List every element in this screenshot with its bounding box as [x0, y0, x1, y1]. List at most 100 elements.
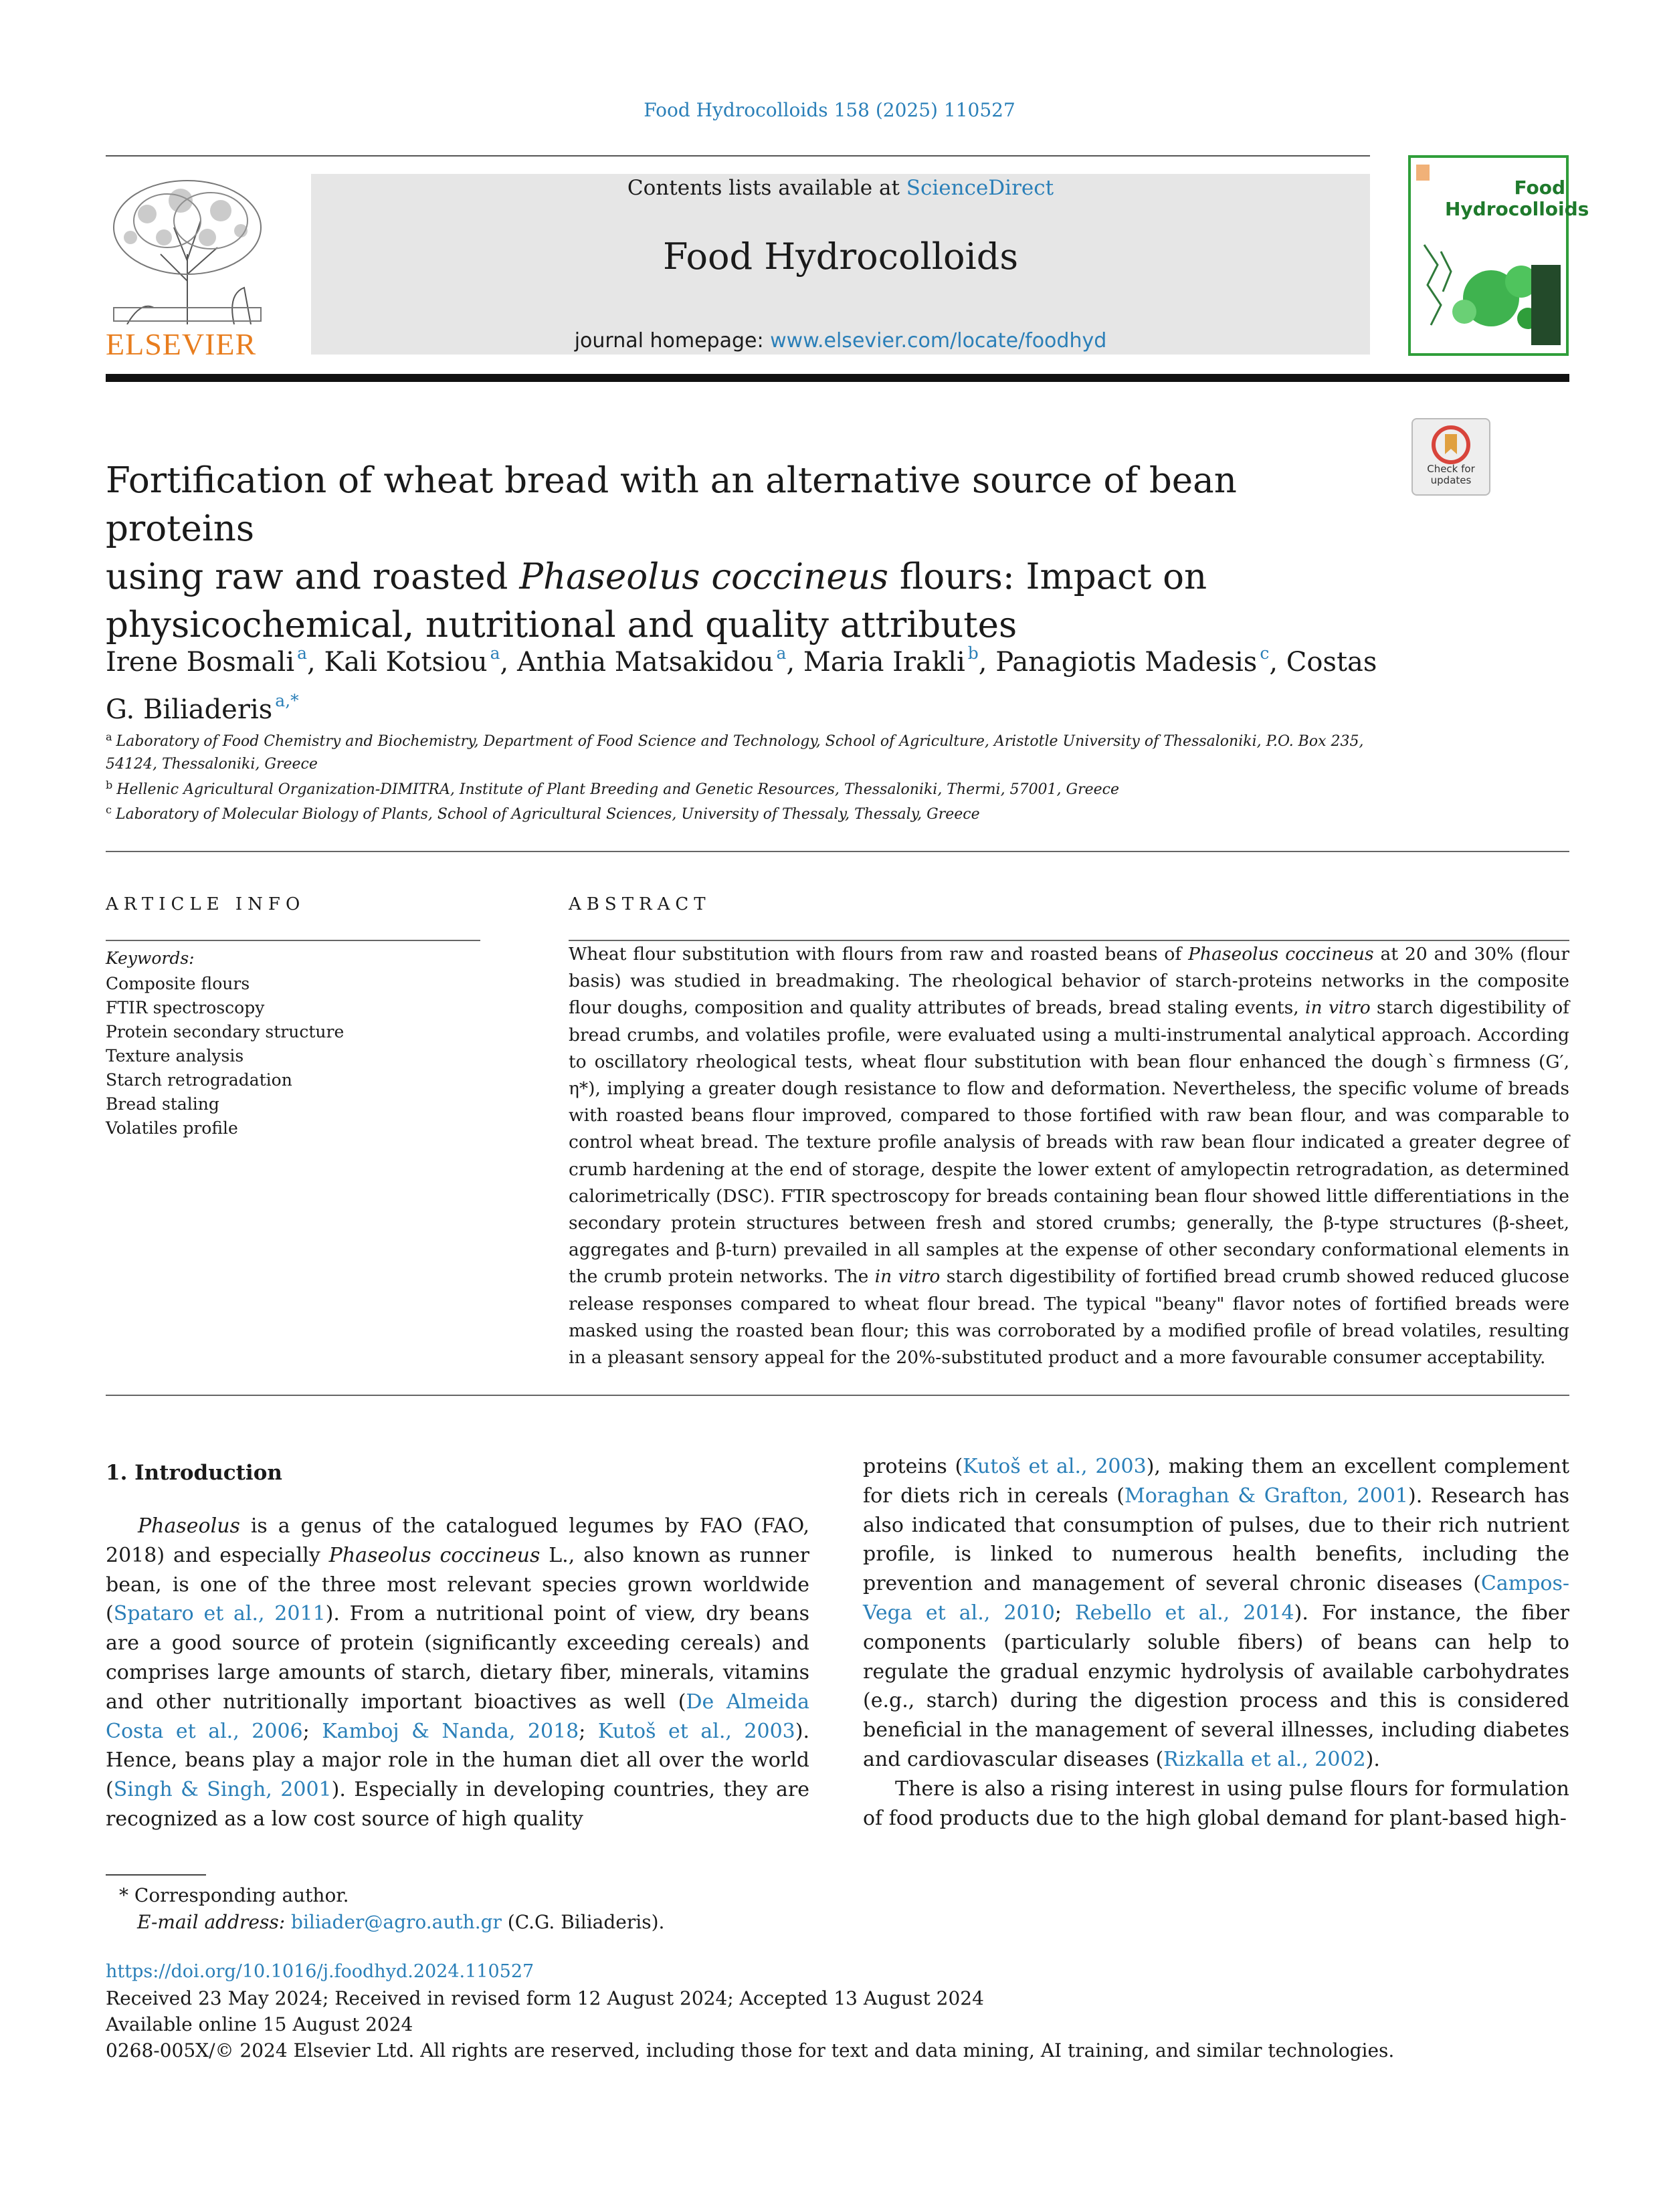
cover-title: Food Hydrocolloids: [1445, 177, 1589, 220]
author-affiliation-mark[interactable]: a,*: [275, 691, 299, 710]
article-title: Fortification of wheat bread with an alt…: [106, 457, 1377, 649]
intro-paragraph: proteins (Kutoš et al., 2003), making th…: [863, 1452, 1569, 1775]
homepage-link[interactable]: www.elsevier.com/locate/foodhyd: [770, 329, 1107, 353]
affiliation-a: a Laboratory of Food Chemistry and Bioche…: [106, 726, 1410, 776]
author-name[interactable]: G. Biliaderis: [106, 694, 273, 725]
author-name[interactable]: Maria Irakli: [803, 647, 965, 678]
citation-link[interactable]: Rizkalla et al., 2002: [1163, 1747, 1366, 1771]
elsevier-wordmark[interactable]: ELSEVIER: [106, 327, 257, 361]
abstract-text: in vitro: [874, 1266, 941, 1288]
keyword-item: Texture analysis: [106, 1046, 244, 1066]
citation-link[interactable]: Kutoš et al., 2003: [597, 1719, 795, 1743]
abstract-body: Wheat flour substitution with flours fro…: [569, 941, 1569, 1371]
footnote-rule: [106, 1874, 206, 1876]
intro-paragraph: There is also a rising interest in using…: [863, 1777, 1569, 1830]
affiliation-text: Laboratory of Food Chemistry and Biochem…: [116, 733, 1364, 750]
citation-link[interactable]: Rebello et al., 2014: [1075, 1601, 1294, 1625]
citation-link[interactable]: Spataro et al., 2011: [113, 1602, 326, 1626]
article-info-rule: [106, 940, 480, 941]
abstract-text: Phaseolus coccineus: [1188, 944, 1374, 965]
bookmark-icon: [1432, 425, 1470, 464]
author-name[interactable]: Kali Kotsiou: [324, 647, 488, 678]
author-affiliation-mark[interactable]: a: [490, 643, 500, 663]
title-part: using raw and roasted: [106, 557, 520, 597]
check-for-updates-button[interactable]: [1411, 418, 1490, 496]
introduction-right-column: proteins (Kutoš et al., 2003), making th…: [863, 1452, 1569, 1833]
keyword-item: FTIR spectroscopy: [106, 998, 265, 1017]
abstract-text: starch digestibility of fortified bread …: [569, 1266, 1570, 1369]
keyword-item: Bread staling: [106, 1094, 219, 1114]
cover-title-line-1: Food: [1514, 177, 1565, 199]
cover-title-line-2: Hydrocolloids: [1445, 198, 1589, 220]
email-note: E-mail address: biliader@agro.auth.gr (C…: [137, 1911, 664, 1933]
homepage-prefix: journal homepage:: [574, 329, 771, 353]
author-affiliation-mark[interactable]: a: [297, 643, 308, 663]
journal-homepage: journal homepage: www.elsevier.com/locat…: [311, 329, 1370, 353]
introduction-left-column: Phaseolus is a genus of the catalogued l…: [106, 1512, 809, 1834]
intro-text: ). Research has also indicated that cons…: [863, 1484, 1569, 1596]
affiliation-mark: b: [106, 779, 113, 791]
intro-text: Phaseolus coccineus: [328, 1543, 541, 1567]
contents-prefix: Contents lists available at: [627, 176, 906, 200]
email-link[interactable]: biliader@agro.auth.gr: [291, 1911, 502, 1933]
cfu-line-1: Check for: [1427, 463, 1475, 475]
check-for-updates-label: Check for updates: [1411, 464, 1490, 486]
keyword-item: Volatiles profile: [106, 1118, 238, 1138]
journal-header-box: [311, 174, 1370, 355]
author-affiliation-mark[interactable]: b: [967, 643, 979, 663]
email-label: E-mail address:: [137, 1911, 292, 1933]
author-affiliation-mark[interactable]: c: [1260, 643, 1270, 663]
intro-text: ). From a nutritional point of view, dry…: [106, 1602, 810, 1714]
author-name[interactable]: Costas: [1286, 647, 1377, 678]
keyword-item: Composite flours: [106, 974, 250, 993]
sciencedirect-link[interactable]: ScienceDirect: [906, 176, 1054, 200]
intro-text: ), making them an excellent complement f…: [863, 1455, 1570, 1508]
intro-text: ;: [1054, 1601, 1076, 1625]
header-thick-rule: [106, 374, 1569, 382]
intro-text: Phaseolus: [138, 1514, 240, 1538]
author-name[interactable]: Panagiotis Madesis: [995, 647, 1258, 678]
article-info-heading: ARTICLE INFO: [106, 894, 306, 914]
citation-link[interactable]: Moraghan & Grafton, 2001: [1124, 1484, 1408, 1508]
intro-text: ). Especially in developing countries, t…: [106, 1778, 809, 1831]
header-top-rule: [106, 155, 1370, 157]
affiliation-text: Hellenic Agricultural Organization-DIMIT…: [116, 781, 1120, 798]
title-species: Phaseolus coccineus: [519, 557, 889, 597]
intro-text: ;: [579, 1719, 598, 1743]
citation-link[interactable]: Kamboj & Nanda, 2018: [322, 1719, 579, 1743]
author-name[interactable]: Anthia Matsakidou: [516, 647, 774, 678]
author-affiliation-mark[interactable]: a: [776, 643, 787, 663]
email-suffix: (C.G. Biliaderis).: [501, 1911, 665, 1933]
journal-cover-thumbnail[interactable]: [1408, 155, 1569, 356]
citation-link[interactable]: Kutoš et al., 2003: [963, 1455, 1147, 1478]
received-dates: Received 23 May 2024; Received in revise…: [106, 1987, 984, 2009]
abstract-text: in vitro: [1305, 997, 1371, 1019]
abstract-rule: [569, 940, 1569, 941]
intro-text: ). For instance, the fiber components (p…: [863, 1601, 1569, 1771]
intro-text: ;: [302, 1719, 322, 1743]
abstract-text: at 20 and 30% (flour basis) was studied …: [569, 944, 1570, 1019]
affiliation-text: 54124, Thessaloniki, Greece: [106, 756, 318, 773]
citation-link[interactable]: Campos-Vega et al., 2010: [863, 1572, 1569, 1625]
keywords-list: Composite flours FTIR spectroscopy Prote…: [106, 972, 344, 1140]
journal-name: Food Hydrocolloids: [662, 235, 1019, 278]
title-line-3: physicochemical, nutritional and quality…: [106, 605, 1017, 645]
title-line-2: using raw and roasted Phaseolus coccineu…: [106, 553, 1377, 601]
affiliation-text: Laboratory of Molecular Biology of Plant…: [115, 806, 980, 823]
affiliation-mark: a: [106, 730, 112, 743]
intro-text: is a genus of the catalogued legumes by …: [106, 1514, 809, 1567]
affiliation-mark: c: [106, 803, 112, 816]
keywords-label: Keywords:: [106, 948, 195, 968]
citation-link[interactable]: Singh & Singh, 2001: [113, 1778, 332, 1802]
author-name[interactable]: Irene Bosmali: [106, 647, 295, 678]
abstract-text: Wheat flour substitution with flours fro…: [569, 944, 1189, 965]
journal-citation[interactable]: Food Hydrocolloids 158 (2025) 110527: [644, 99, 1015, 121]
keyword-item: Starch retrogradation: [106, 1070, 292, 1090]
intro-text: L., also known as runner bean, is one of…: [106, 1543, 809, 1626]
doi-link[interactable]: https://doi.org/10.1016/j.foodhyd.2024.1…: [106, 1961, 534, 1982]
citation-link[interactable]: De Almeida Costa et al., 2006: [106, 1690, 809, 1743]
introduction-heading: 1. Introduction: [106, 1461, 282, 1485]
